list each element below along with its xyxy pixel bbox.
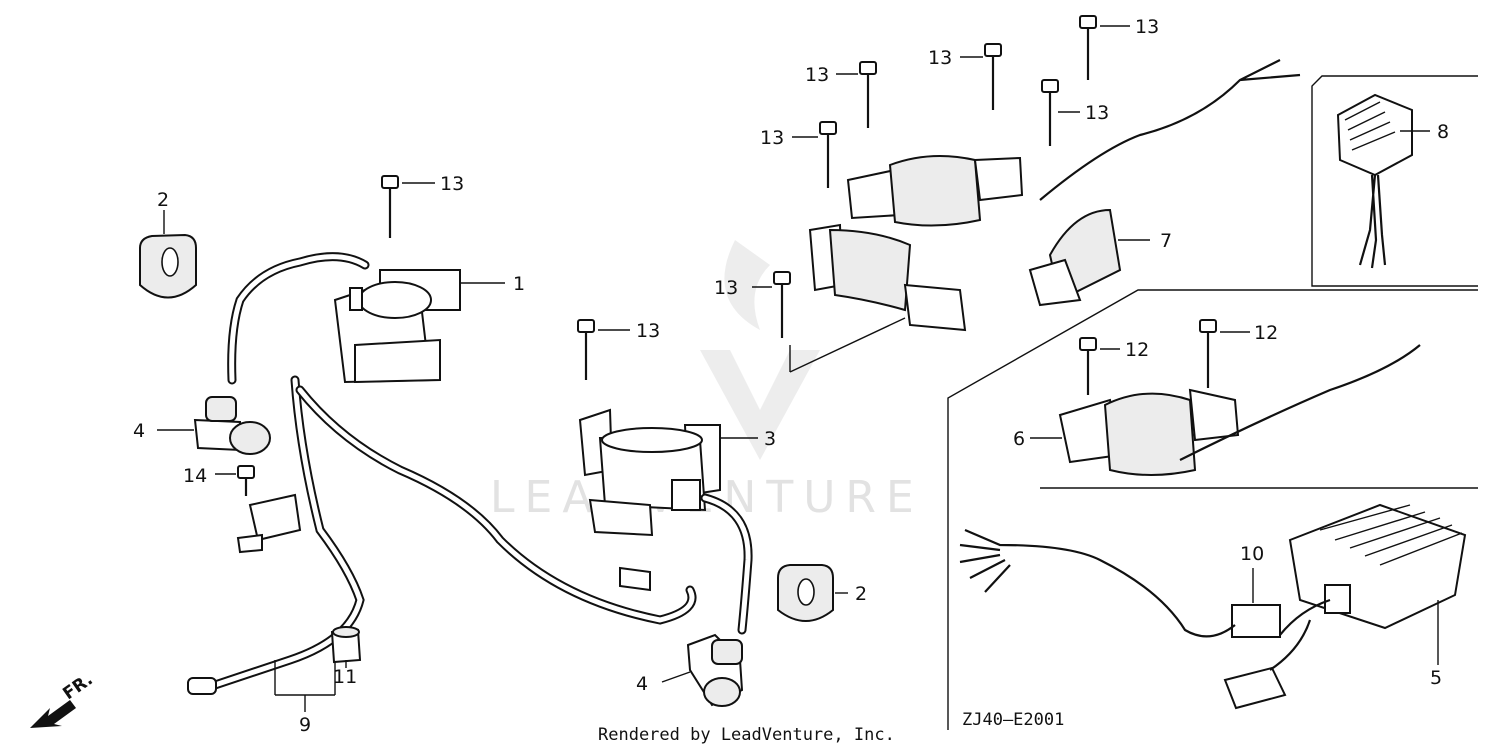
charge-coil-6 xyxy=(1030,388,1240,476)
charge-coil-box xyxy=(947,289,1478,730)
bolt-13-group xyxy=(381,15,1130,380)
ignition-coil-3 xyxy=(578,408,758,537)
callout-4-upper: 4 xyxy=(133,420,145,442)
callout-11: 11 xyxy=(333,666,357,688)
diagram-code: ZJ40—E2001 xyxy=(962,710,1064,730)
callout-3: 3 xyxy=(764,428,776,450)
connector-10 xyxy=(959,528,1331,710)
grommet-11 xyxy=(330,626,362,668)
callout-labels: 1 2 2 3 4 4 5 6 7 8 9 10 11 12 12 13 13 … xyxy=(133,16,1449,736)
bolt-13-f xyxy=(960,43,1002,110)
section-dividers xyxy=(947,75,1478,730)
watermark-logo-icon xyxy=(700,350,820,460)
callout-13-c: 13 xyxy=(714,277,738,299)
ignition-coil-1 xyxy=(333,269,505,384)
front-label: FR. xyxy=(59,670,96,704)
regulator-8 xyxy=(1336,93,1430,269)
callout-1: 1 xyxy=(513,273,525,295)
callout-10: 10 xyxy=(1240,543,1264,565)
callout-13-f: 13 xyxy=(928,47,952,69)
callout-13-a: 13 xyxy=(440,173,464,195)
bolt-13-b xyxy=(577,319,630,380)
plug-cap-4-upper xyxy=(157,396,271,455)
callout-4-lower: 4 xyxy=(636,673,648,695)
callout-13-d: 13 xyxy=(760,127,784,149)
callout-13-e: 13 xyxy=(805,64,829,86)
callout-6: 6 xyxy=(1013,428,1025,450)
stator-harness-wire xyxy=(1039,59,1301,201)
cap-2-upper xyxy=(139,210,197,299)
bolt-13-h xyxy=(1041,79,1080,146)
callout-9: 9 xyxy=(299,714,311,736)
callout-13-b: 13 xyxy=(636,320,660,342)
bolt-13-d xyxy=(792,121,837,188)
callout-12-left: 12 xyxy=(1125,339,1149,361)
regulator-5 xyxy=(1288,503,1467,665)
credit-text: Rendered by LeadVenture, Inc. xyxy=(598,725,895,745)
callout-12-right: 12 xyxy=(1254,322,1278,344)
charge-coil-wire xyxy=(1179,344,1421,461)
callout-8: 8 xyxy=(1437,121,1449,143)
bolt-13-a xyxy=(381,175,435,238)
callout-2-lower: 2 xyxy=(855,583,867,605)
callout-13-h: 13 xyxy=(1085,102,1109,124)
bolt-13-c xyxy=(752,271,791,338)
front-direction-indicator: FR. xyxy=(30,670,97,728)
bolt-13-g xyxy=(1079,15,1130,80)
callout-14: 14 xyxy=(183,465,207,487)
callout-7: 7 xyxy=(1160,230,1172,252)
callout-2-upper: 2 xyxy=(157,189,169,211)
callout-13-g: 13 xyxy=(1135,16,1159,38)
bolt-12-left xyxy=(1079,337,1120,395)
regulator-8-box xyxy=(1311,75,1478,287)
bolt-13-e xyxy=(836,61,877,128)
cap-2-lower xyxy=(777,564,848,622)
stator-coil-7 xyxy=(789,155,1150,373)
bolt-12-right xyxy=(1199,319,1250,388)
callout-5: 5 xyxy=(1430,667,1442,689)
bolt-14 xyxy=(215,465,255,496)
front-arrow-icon xyxy=(30,700,76,728)
plug-cap-4-lower xyxy=(661,633,744,707)
watermark-flame-icon xyxy=(724,240,770,330)
